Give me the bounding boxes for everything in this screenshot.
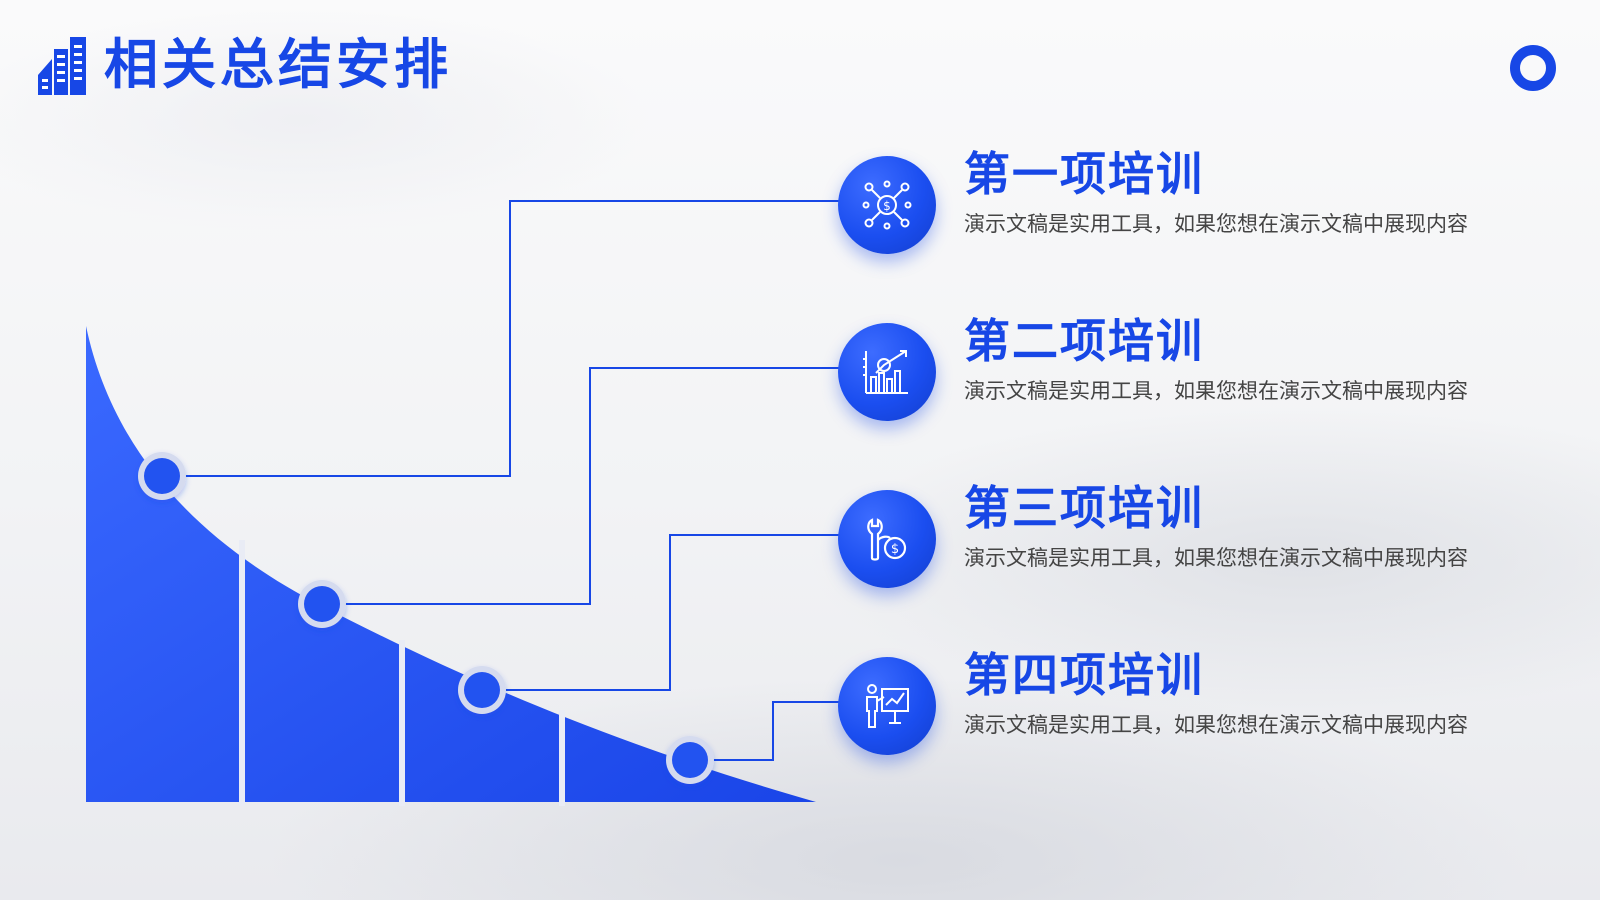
- training-item-3: $ 第三项培训 演示文稿是实用工具，如果您想在演示文稿中展现内容: [838, 480, 1558, 590]
- item-description: 演示文稿是实用工具，如果您想在演示文稿中展现内容: [964, 546, 1468, 570]
- buildings-icon: [38, 37, 86, 95]
- training-item-4: 第四项培训 演示文稿是实用工具，如果您想在演示文稿中展现内容: [838, 647, 1558, 757]
- item-title: 第二项培训: [964, 314, 1204, 368]
- header: 相关总结安排: [34, 30, 452, 100]
- node-4: [666, 736, 714, 784]
- connector-line-3: [482, 534, 840, 691]
- money-network-icon: $: [838, 156, 936, 254]
- growth-chart-icon: [838, 323, 936, 421]
- node-1: [138, 452, 186, 500]
- item-title: 第四项培训: [964, 648, 1204, 702]
- connector-lines: [162, 200, 840, 761]
- training-item-2: 第二项培训 演示文稿是实用工具，如果您想在演示文稿中展现内容: [838, 313, 1558, 423]
- node-3: [458, 666, 506, 714]
- connector-line-2: [322, 367, 840, 605]
- item-title: 第一项培训: [964, 147, 1204, 201]
- page-title: 相关总结安排: [104, 33, 452, 96]
- training-item-1: $ 第一项培训 演示文稿是实用工具，如果您想在演示文稿中展现内容: [838, 146, 1558, 256]
- item-description: 演示文稿是实用工具，如果您想在演示文稿中展现内容: [964, 713, 1468, 737]
- chart-nodes: [138, 452, 714, 784]
- presenter-board-icon: [838, 657, 936, 755]
- wrench-dollar-icon: $: [838, 490, 936, 588]
- svg-text:$: $: [883, 199, 891, 213]
- item-description: 演示文稿是实用工具，如果您想在演示文稿中展现内容: [964, 212, 1468, 236]
- connector-line-4: [690, 701, 840, 761]
- item-title: 第三项培训: [964, 481, 1204, 535]
- decline-area: [86, 326, 816, 802]
- connector-line-1: [162, 200, 840, 477]
- area-dividers: [239, 540, 565, 806]
- item-description: 演示文稿是实用工具，如果您想在演示文稿中展现内容: [964, 379, 1468, 403]
- ring-icon: [1510, 45, 1556, 91]
- node-2: [298, 580, 346, 628]
- svg-text:$: $: [891, 542, 899, 557]
